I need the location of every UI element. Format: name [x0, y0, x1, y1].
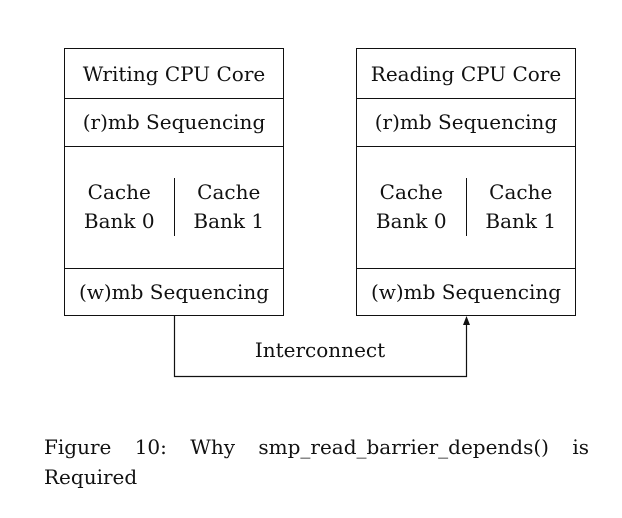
- writing-rmb-sequencing: (r)mb Sequencing: [65, 98, 283, 147]
- figure-caption: Figure 10: Why smp_read_barrier_depends(…: [44, 435, 589, 489]
- writing-bank0-line2: Bank 0: [83, 209, 155, 233]
- reading-rmb-sequencing: (r)mb Sequencing: [357, 98, 575, 147]
- reading-core-title: Reading CPU Core: [357, 49, 575, 99]
- arrow-head-icon: [463, 316, 470, 325]
- reading-wmb-sequencing: (w)mb Sequencing: [370, 279, 562, 304]
- reading-bank1-line1: Cache: [489, 180, 553, 204]
- interconnect-label: Interconnect: [254, 338, 386, 362]
- reading-bank0-line2: Bank 0: [375, 209, 447, 233]
- reading-cpu-core: Reading CPU Core (r)mb Sequencing Cache …: [356, 48, 576, 316]
- writing-bank1-line2: Bank 1: [193, 209, 265, 233]
- writing-cpu-core: Writing CPU Core (r)mb Sequencing Cache …: [64, 48, 284, 316]
- reading-cache-bank-1: Cache Bank 1: [465, 178, 576, 236]
- writing-cache-bank-1: Cache Bank 1: [173, 178, 284, 236]
- writing-wmb-sequencing: (w)mb Sequencing: [78, 279, 270, 304]
- writing-cache-banks: Cache Bank 0 Cache Bank 1: [65, 146, 283, 269]
- reading-bank0-line1: Cache: [379, 180, 443, 204]
- writing-cache-bank-0: Cache Bank 0: [65, 178, 174, 236]
- reading-bank1-line2: Bank 1: [485, 209, 557, 233]
- writing-bank0-line1: Cache: [87, 180, 151, 204]
- reading-cache-banks: Cache Bank 0 Cache Bank 1: [357, 146, 575, 269]
- writing-core-title: Writing CPU Core: [65, 49, 283, 99]
- writing-bank1-line1: Cache: [197, 180, 261, 204]
- reading-cache-bank-0: Cache Bank 0: [357, 178, 466, 236]
